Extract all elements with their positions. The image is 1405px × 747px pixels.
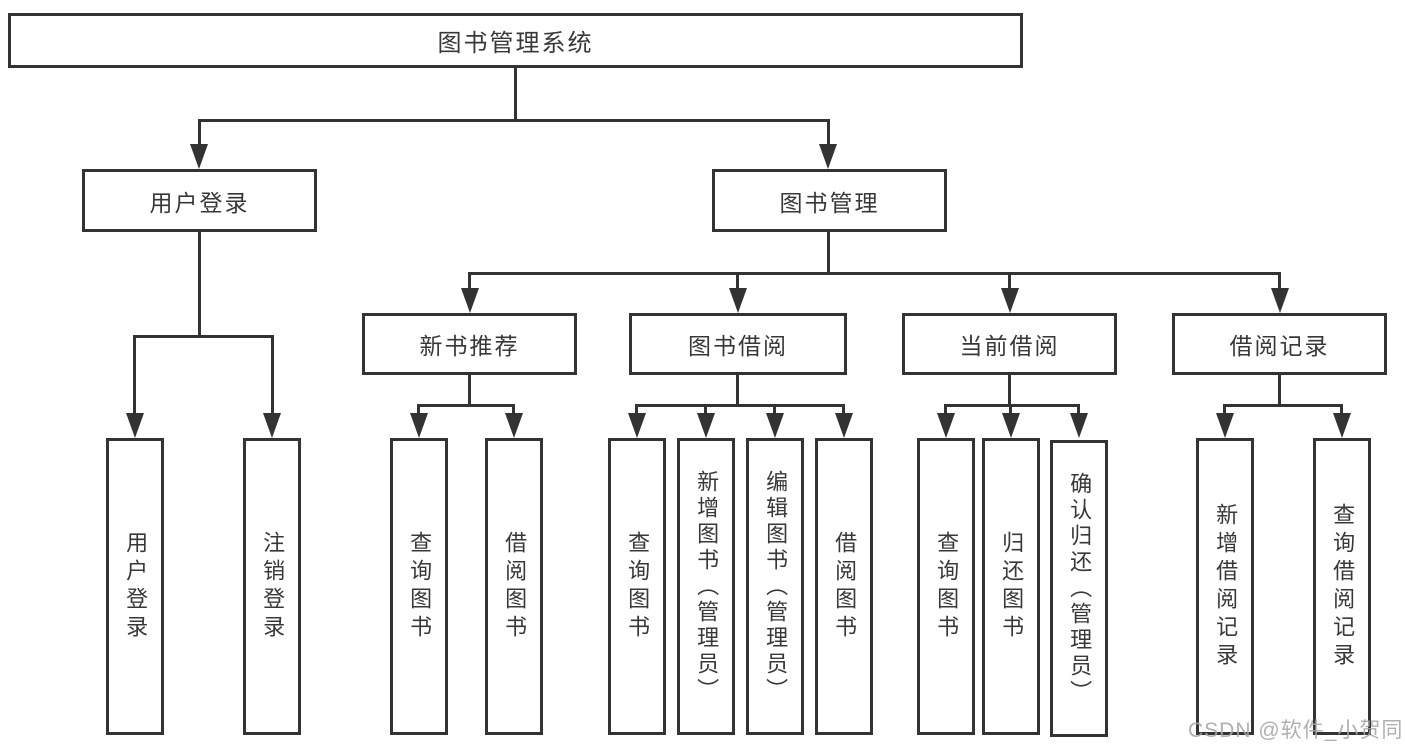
connector-line [1077,404,1080,415]
arrow-down-icon [729,288,747,313]
connector-line [635,404,845,407]
arrow-down-icon [263,413,281,438]
connector-line [827,232,830,275]
arrow-down-icon [766,413,784,438]
connector-line [198,232,201,338]
arrow-down-icon [937,413,955,438]
arrow-down-icon [190,144,208,169]
connector-line [827,119,830,147]
csdn-watermark: CSDN @软件_小贺同学 [1188,719,1404,742]
arrow-down-icon [819,144,837,169]
connector-line [1009,404,1012,415]
node-label: 查询图书 [407,530,433,643]
node-label: 编辑图书（管理员） [763,469,789,704]
connector-line [468,272,1281,275]
connector-line [944,404,1080,407]
connector-line [198,119,830,122]
node-label: 查询图书 [934,530,960,643]
arrow-down-icon [1002,413,1020,438]
connector-line [271,335,274,415]
connector-line [635,404,638,415]
connector-line [1340,404,1343,415]
arrow-down-icon [126,413,144,438]
node-label: 借阅图书 [832,530,858,643]
connector-line [944,404,947,415]
leaf-add-book-admin: 新增图书（管理员） [677,438,735,735]
arrow-down-icon [628,413,646,438]
connector-line [133,335,136,415]
node-new-book-recommendation: 新书推荐 [362,313,577,375]
connector-line [1008,375,1011,406]
connector-line [468,272,471,291]
connector-line [417,404,515,407]
node-book-management: 图书管理 [712,169,947,232]
arrow-down-icon [697,413,715,438]
node-label: 用户登录 [149,189,250,216]
node-label: 归还图书 [999,530,1025,643]
node-label: 当前借阅 [959,333,1060,359]
connector-line [417,404,420,415]
arrow-down-icon [505,413,523,438]
leaf-query-books-current: 查询图书 [917,438,975,735]
leaf-user-login: 用户登录 [106,438,164,735]
node-label: 新增图书（管理员） [694,469,720,704]
connector-line [1278,375,1281,406]
connector-line [468,375,471,406]
arrow-down-icon [461,288,479,313]
node-label: 图书管理 [779,189,880,216]
connector-line [736,272,739,291]
node-label: 查询图书 [625,530,651,643]
connector-line [1223,404,1226,415]
node-label: 借阅图书 [502,530,528,643]
connector-line [704,404,707,415]
leaf-query-books-recommend: 查询图书 [390,438,448,735]
connector-line [198,119,201,147]
node-borrowing-records: 借阅记录 [1172,313,1387,375]
node-label: 新增借阅记录 [1213,502,1239,671]
connector-line [1278,272,1281,291]
connector-line [842,404,845,415]
leaf-confirm-return-admin: 确认归还（管理员） [1050,440,1108,737]
node-library-management-system: 图书管理系统 [8,13,1023,68]
node-label: 确认归还（管理员） [1067,471,1093,706]
node-label: 注销登录 [260,530,286,643]
arrow-down-icon [1001,288,1019,313]
leaf-query-books-borrowing: 查询图书 [608,438,666,735]
arrow-down-icon [1070,413,1088,438]
arrow-down-icon [1333,413,1351,438]
leaf-borrow-books-recommend: 借阅图书 [485,438,543,735]
connector-line [1223,404,1343,407]
arrow-down-icon [410,413,428,438]
connector-line [1008,272,1011,291]
connector-line [773,404,776,415]
node-current-borrowing: 当前借阅 [902,313,1117,375]
arrow-down-icon [835,413,853,438]
connector-line [512,404,515,415]
node-label: 图书管理系统 [437,30,594,57]
node-label: 新书推荐 [419,333,520,359]
leaf-query-borrow-record: 查询借阅记录 [1313,438,1371,735]
connector-line [133,335,274,338]
leaf-edit-book-admin: 编辑图书（管理员） [746,438,804,735]
node-book-borrowing: 图书借阅 [629,313,847,375]
node-user-login: 用户登录 [82,169,317,232]
leaf-borrow-books-borrowing: 借阅图书 [815,438,873,735]
leaf-logout-login: 注销登录 [243,438,301,735]
leaf-add-borrow-record: 新增借阅记录 [1196,438,1254,735]
leaf-return-books: 归还图书 [982,438,1040,735]
connector-line [736,375,739,406]
node-label: 图书借阅 [688,333,788,359]
node-label: 用户登录 [123,530,149,643]
connector-line [514,66,517,121]
arrow-down-icon [1271,288,1289,313]
arrow-down-icon [1216,413,1234,438]
node-label: 借阅记录 [1229,333,1330,359]
node-label: 查询借阅记录 [1330,502,1356,671]
